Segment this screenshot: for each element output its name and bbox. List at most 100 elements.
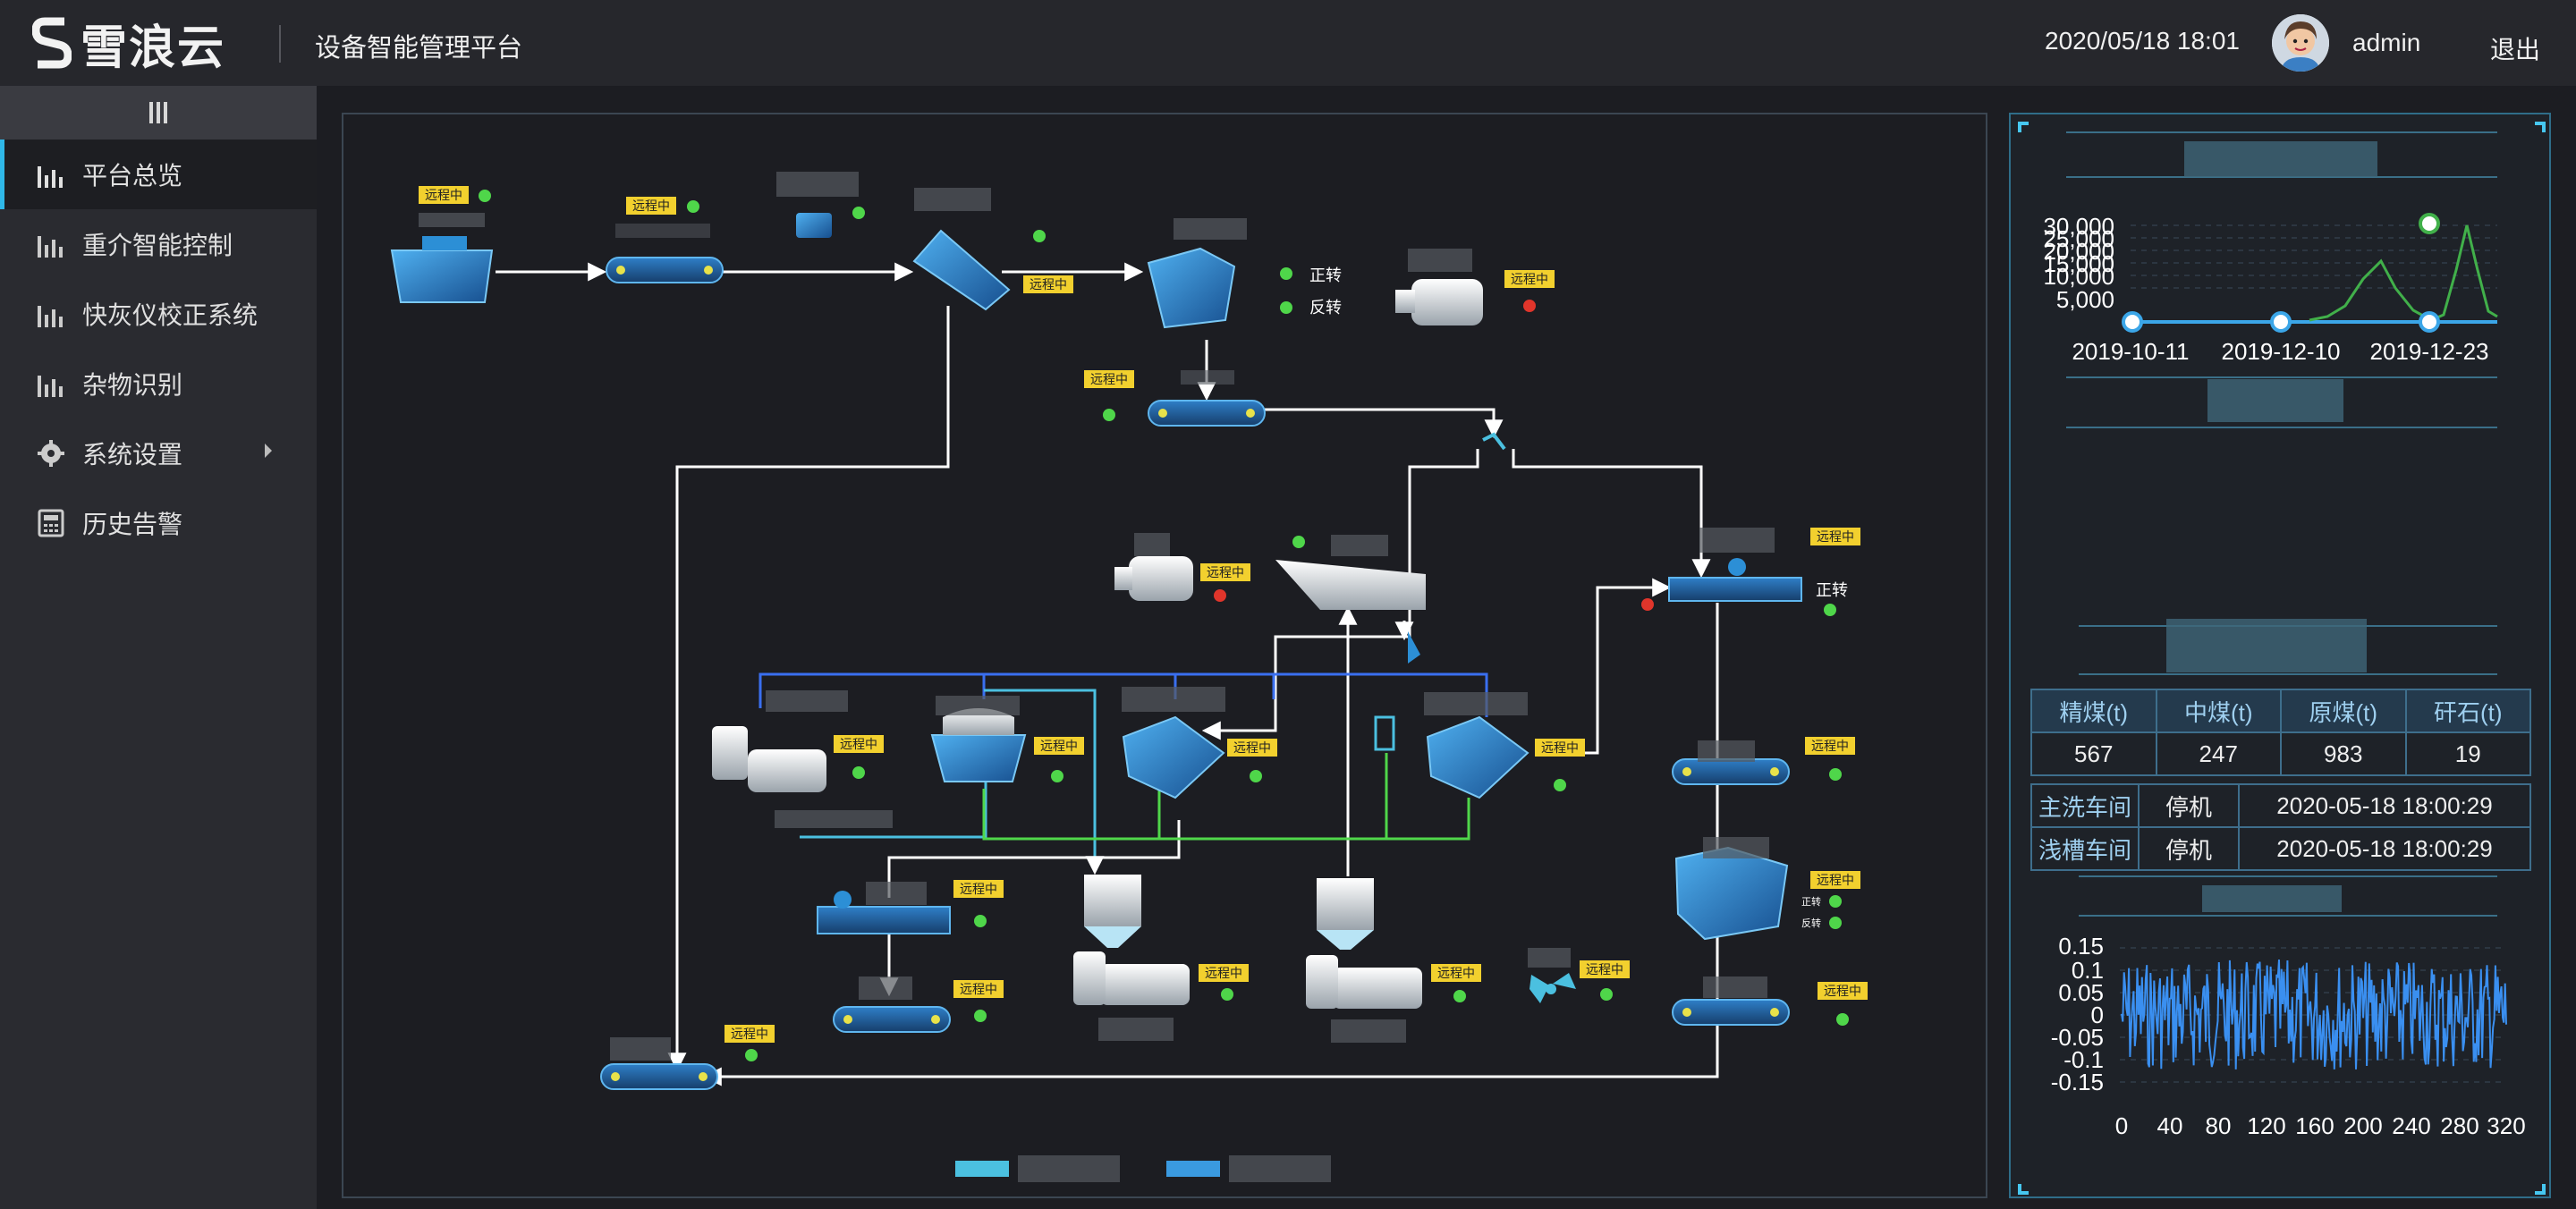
remote-badge: 远程中: [1034, 737, 1084, 755]
username[interactable]: admin: [2352, 29, 2421, 56]
remote-badge: 远程中: [1504, 270, 1555, 288]
status-badge: 停机: [2138, 783, 2240, 828]
workshop-status-table: 主洗车间 停机 2020-05-18 18:00:29 浅槽车间 停机 2020…: [2030, 783, 2531, 871]
sidebar-item-dense-medium-control[interactable]: 重介智能控制: [0, 209, 317, 279]
svg-text:远程中: 远程中: [632, 199, 670, 214]
svg-text:远程中: 远程中: [960, 883, 997, 897]
remote-badges: 远程中 远程中 远程中 远程中 远程中 远程中 远程中 远程中 远程中 远程中 …: [419, 186, 1868, 1043]
calculator-icon: [38, 509, 64, 537]
sidebar-item-alarm-history[interactable]: 历史告警: [0, 488, 317, 558]
platform-title: 设备智能管理平台: [315, 32, 523, 63]
remote-badge: 远程中: [953, 880, 1004, 898]
svg-text:远程中: 远程中: [1437, 967, 1475, 981]
right-panel-frame: [2018, 122, 2546, 1195]
status-time: 2020-05-18 18:00:29: [2238, 783, 2531, 828]
wave-series: [2121, 960, 2507, 1070]
table-cell: 247: [2155, 731, 2282, 776]
bar-chart-icon: [38, 236, 63, 258]
x-tick-label: 120: [2247, 1112, 2285, 1139]
top-bar: 雪浪云 设备智能管理平台 2020/05/18 18:01 admin 退出: [0, 0, 2576, 86]
table-header: 精煤(t): [2030, 689, 2157, 733]
y-tick-label: 15,000: [2043, 250, 2114, 277]
svg-text:远程中: 远程中: [1586, 963, 1623, 977]
logout-button[interactable]: 退出: [2490, 35, 2541, 64]
remote-badge: 远程中: [1084, 370, 1134, 388]
x-tick-label: 0: [2115, 1112, 2128, 1139]
table-header: 矸石(t): [2404, 689, 2531, 733]
y-tick-label: -0.05: [2051, 1024, 2104, 1051]
avatar-face-icon: [2272, 14, 2329, 72]
remote-badge: 远程中: [419, 186, 469, 204]
motors-and-hoppers: [712, 279, 1483, 1009]
remote-badge: 远程中: [1818, 982, 1868, 1000]
sidebar-item-ash-calibration[interactable]: 快灰仪校正系统: [0, 279, 317, 349]
remote-badge: 远程中: [1810, 871, 1860, 889]
svg-text:远程中: 远程中: [1030, 278, 1067, 292]
menu-bars-icon: [149, 102, 167, 123]
remote-badge: 远程中: [1810, 528, 1860, 545]
product-table: 精煤(t) 中煤(t) 原煤(t) 矸石(t) 567 247 983 19: [2030, 689, 2531, 776]
workshop-name: 浅槽车间: [2030, 826, 2140, 871]
sidebar-item-label: 系统设置: [82, 440, 183, 469]
y-tick-label: 0: [2091, 1002, 2104, 1028]
gear-icon: [38, 440, 64, 467]
y-tick-label: -0.15: [2051, 1069, 2104, 1095]
y-tick-label: 30,000: [2043, 213, 2114, 240]
y-tick-label: 20,000: [2043, 238, 2114, 265]
y-tick-label: 25,000: [2043, 225, 2114, 252]
workshop-name: 主洗车间: [2030, 783, 2140, 828]
sidebar-item-label: 平台总览: [82, 161, 183, 190]
remote-badge: 远程中: [1805, 737, 1855, 755]
sidebar-item-label: 杂物识别: [82, 370, 183, 400]
reverse-label: 反转: [1309, 299, 1342, 317]
svg-text:远程中: 远程中: [1817, 530, 1854, 545]
x-tick-label: 80: [2206, 1112, 2232, 1139]
remote-badge: 远程中: [1023, 275, 1073, 293]
remote-badge: 远程中: [834, 735, 884, 753]
green-pipes: [982, 753, 1470, 841]
process-equipment: [390, 213, 1789, 1003]
sidebar-item-system-settings[interactable]: 系统设置: [0, 418, 317, 488]
sidebar-collapse-button[interactable]: [0, 86, 317, 140]
svg-text:远程中: 远程中: [1541, 741, 1579, 756]
sidebar-item-debris-recognition[interactable]: 杂物识别: [0, 349, 317, 418]
table-cell: 983: [2280, 731, 2407, 776]
x-tick-label: 320: [2487, 1112, 2525, 1139]
y-tick-label: 0.15: [2058, 933, 2104, 960]
table-header: 原煤(t): [2280, 689, 2407, 733]
svg-text:远程中: 远程中: [1811, 740, 1849, 754]
svg-text:远程中: 远程中: [731, 1027, 768, 1042]
remote-badge: 远程中: [1431, 964, 1481, 982]
process-diagram-panel: 远程中 远程中 远程中 远程中 远程中 远程中 远程中 远程中 远程中 远程中 …: [342, 113, 1987, 1198]
sidebar-item-platform-overview[interactable]: 平台总览: [0, 140, 317, 209]
trend-series: [2309, 224, 2498, 322]
x-tick-label: 2019-12-10: [2222, 338, 2341, 365]
avatar[interactable]: [2272, 14, 2329, 72]
y-tick-label: 0.05: [2058, 979, 2104, 1006]
table-cell: 19: [2404, 731, 2531, 776]
right-info-panel: 30,000 25,000 20,000 15,000 10,000 5,000…: [2009, 113, 2551, 1198]
sidebar-item-label: 历史告警: [82, 510, 183, 539]
x-tick-label: 2019-10-11: [2072, 338, 2189, 365]
diagram-legend: [955, 1155, 1331, 1182]
logo[interactable]: 雪浪云: [32, 16, 225, 75]
svg-text:远程中: 远程中: [960, 983, 997, 997]
sidebar: 平台总览 重介智能控制 快灰仪校正系统 杂物识别 系统设置 历史告警: [0, 86, 317, 1209]
y-tick-label: -0.1: [2063, 1046, 2104, 1073]
remote-badge: 远程中: [1199, 964, 1249, 982]
sidebar-item-label: 重介智能控制: [82, 231, 233, 260]
y-grid: [2131, 224, 2497, 289]
conveyor-belts: [600, 257, 1802, 1090]
logo-text: 雪浪云: [80, 21, 226, 75]
remote-badge: 远程中: [1200, 563, 1250, 581]
y-tick-label: 0.1: [2072, 957, 2104, 984]
svg-text:远程中: 远程中: [1040, 740, 1078, 754]
cyan-pipes: [800, 689, 1105, 875]
obscured-labels: [419, 172, 1775, 1061]
remote-badge: 远程中: [724, 1025, 775, 1043]
svg-text:远程中: 远程中: [1205, 967, 1242, 981]
status-dots: [479, 190, 1849, 1061]
status-badge: 停机: [2138, 826, 2240, 871]
remote-badge: 远程中: [1227, 739, 1277, 757]
process-flow-diagram: 远程中 远程中 远程中 远程中 远程中 远程中 远程中 远程中 远程中 远程中 …: [390, 172, 1868, 1182]
